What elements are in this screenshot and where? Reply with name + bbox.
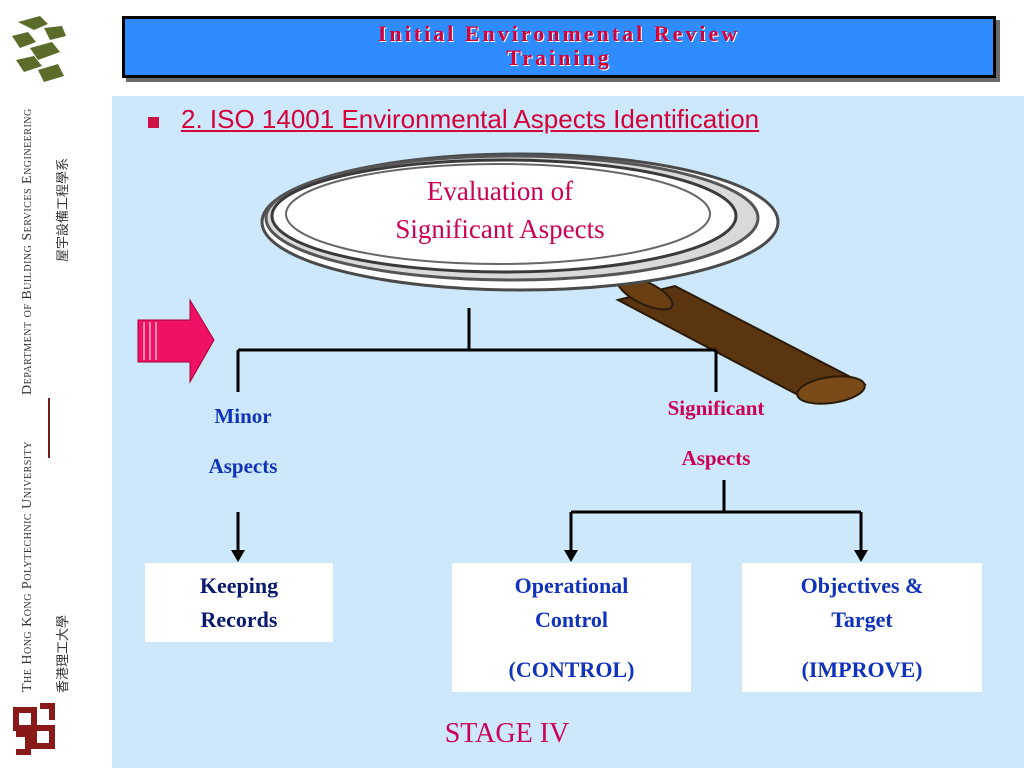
box-keeping-line-2: Records: [200, 607, 278, 632]
lens-label: Evaluation of Significant Aspects: [340, 172, 660, 248]
polyu-emblem-icon: [13, 703, 55, 755]
box-operational-line-2: Control: [535, 607, 608, 632]
top-connectors: [236, 308, 718, 392]
box-objectives-line-2: Target: [831, 607, 893, 632]
box-operational-line-3: (CONTROL): [508, 657, 635, 682]
stage-label: STAGE IV: [444, 718, 570, 749]
arrow-head-operational: [564, 550, 578, 562]
lens-label-line-1: Evaluation of: [426, 176, 574, 206]
minor-aspects-line-2: Aspects: [208, 454, 278, 478]
arrow-minor-to-records: [231, 512, 245, 562]
significant-aspects-line-2: Aspects: [681, 446, 751, 470]
box-objectives-line-3: (IMPROVE): [801, 657, 923, 682]
significant-connectors: [569, 480, 863, 552]
arrow-head-objectives: [854, 550, 868, 562]
title-banner: Initial Environmental Review Training: [122, 16, 996, 78]
magnifier-lens-icon: [260, 152, 780, 292]
box-keeping-line-1: Keeping: [199, 573, 279, 598]
magnifier-handle-icon: [615, 275, 868, 405]
box-objectives-line-1: Objectives &: [800, 573, 924, 598]
university-logo-icon: [12, 16, 66, 82]
sidebar-divider: [48, 398, 50, 458]
significant-aspects-line-1: Significant: [667, 396, 765, 420]
lens-label-line-2: Significant Aspects: [395, 214, 605, 244]
title-line-1: Initial Environmental Review: [377, 21, 741, 46]
pointer-arrow-icon: [137, 298, 215, 384]
bullet-icon: [148, 117, 159, 128]
section-heading: 2. ISO 14001 Environmental Aspects Ident…: [181, 104, 760, 134]
box-operational-control: Operational Control (CONTROL): [452, 563, 691, 692]
title-line-2: Training: [506, 45, 612, 70]
minor-aspects-line-1: Minor: [214, 404, 272, 428]
sidebar: Department of Building Services Engineer…: [0, 0, 110, 768]
box-objectives-target: Objectives & Target (IMPROVE): [742, 563, 982, 692]
box-keeping-records: Keeping Records: [145, 563, 333, 642]
box-operational-line-1: Operational: [514, 573, 629, 598]
